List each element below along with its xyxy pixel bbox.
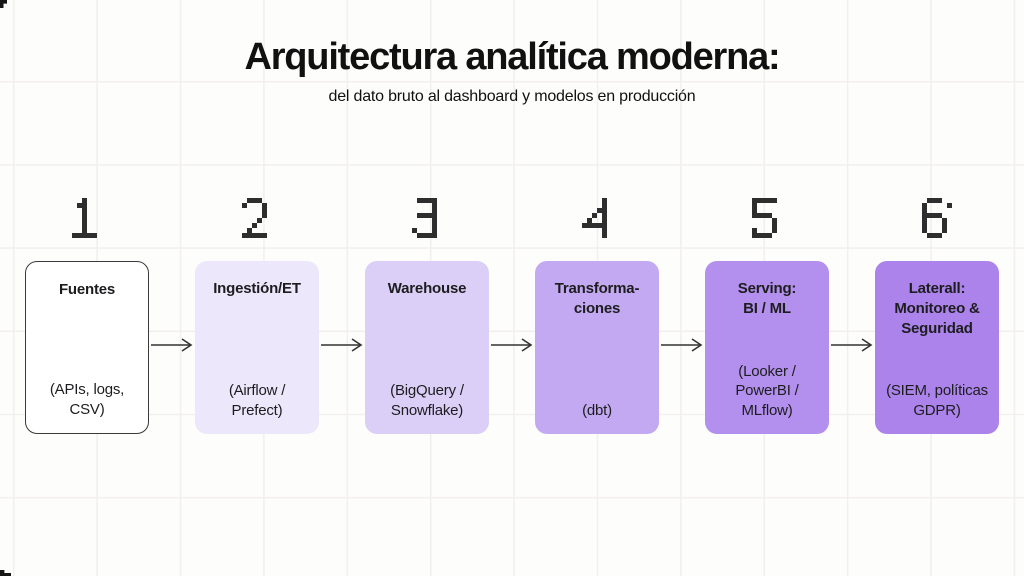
step-box-detail: (APIs, logs, CSV) <box>49 381 125 419</box>
corner-artifact-top-left <box>0 0 7 8</box>
flow-arrow-icon <box>321 338 363 352</box>
step-box-detail: (SIEM, políticas GDPR) <box>886 382 988 420</box>
flow-step-6: Laterall: Monitoreo & Seguridad (SIEM, po… <box>875 198 999 434</box>
step-box-title: Transforma- ciones <box>554 280 640 317</box>
flow-step-1: Fuentes (APIs, logs, CSV) <box>25 198 149 434</box>
page-subtitle: del dato bruto al dashboard y modelos en… <box>328 87 696 105</box>
flow-step-4: Transforma- ciones (dbt) <box>535 198 659 434</box>
step-box-1: Fuentes (APIs, logs, CSV) <box>25 261 149 434</box>
heading-block: Arquitectura analítica moderna: del dato… <box>0 36 1024 106</box>
step-box-6: Laterall: Monitoreo & Seguridad (SIEM, po… <box>875 261 999 434</box>
corner-artifact-bottom-left <box>0 570 11 576</box>
step-number-icon <box>25 198 149 238</box>
flow-arrow-icon <box>831 338 873 352</box>
step-box-2: Ingestión/ET (Airflow / Prefect) <box>195 261 319 434</box>
step-box-detail: (dbt) <box>582 402 612 420</box>
step-box-5: Serving: BI / ML (Looker / PowerBI / MLfl… <box>705 261 829 434</box>
step-box-detail: (Looker / PowerBI / MLflow) <box>735 362 799 420</box>
step-box-title: Fuentes <box>58 281 116 298</box>
page-title: Arquitectura analítica moderna: <box>244 36 780 78</box>
step-number-icon <box>705 198 829 238</box>
step-box-detail: (BigQuery / Snowflake) <box>390 382 464 420</box>
flow-step-2: Ingestión/ET (Airflow / Prefect) <box>195 198 319 434</box>
step-box-title: Serving: BI / ML <box>737 280 797 317</box>
step-number-icon <box>365 198 489 238</box>
step-box-title: Laterall: Monitoreo & Seguridad <box>894 280 980 337</box>
flow-step-5: Serving: BI / ML (Looker / PowerBI / MLfl… <box>705 198 829 434</box>
flow-arrow-icon <box>491 338 533 352</box>
step-box-3: Warehouse (BigQuery / Snowflake) <box>365 261 489 434</box>
flow-arrow-icon <box>151 338 193 352</box>
step-box-title: Warehouse <box>387 280 467 297</box>
step-number-icon <box>195 198 319 238</box>
step-number-icon <box>875 198 999 238</box>
step-box-title: Ingestión/ET <box>213 280 301 297</box>
step-box-4: Transforma- ciones (dbt) <box>535 261 659 434</box>
flow-arrow-icon <box>661 338 703 352</box>
step-number-icon <box>535 198 659 238</box>
step-box-detail: (Airflow / Prefect) <box>228 382 286 420</box>
flow-step-3: Warehouse (BigQuery / Snowflake) <box>365 198 489 434</box>
